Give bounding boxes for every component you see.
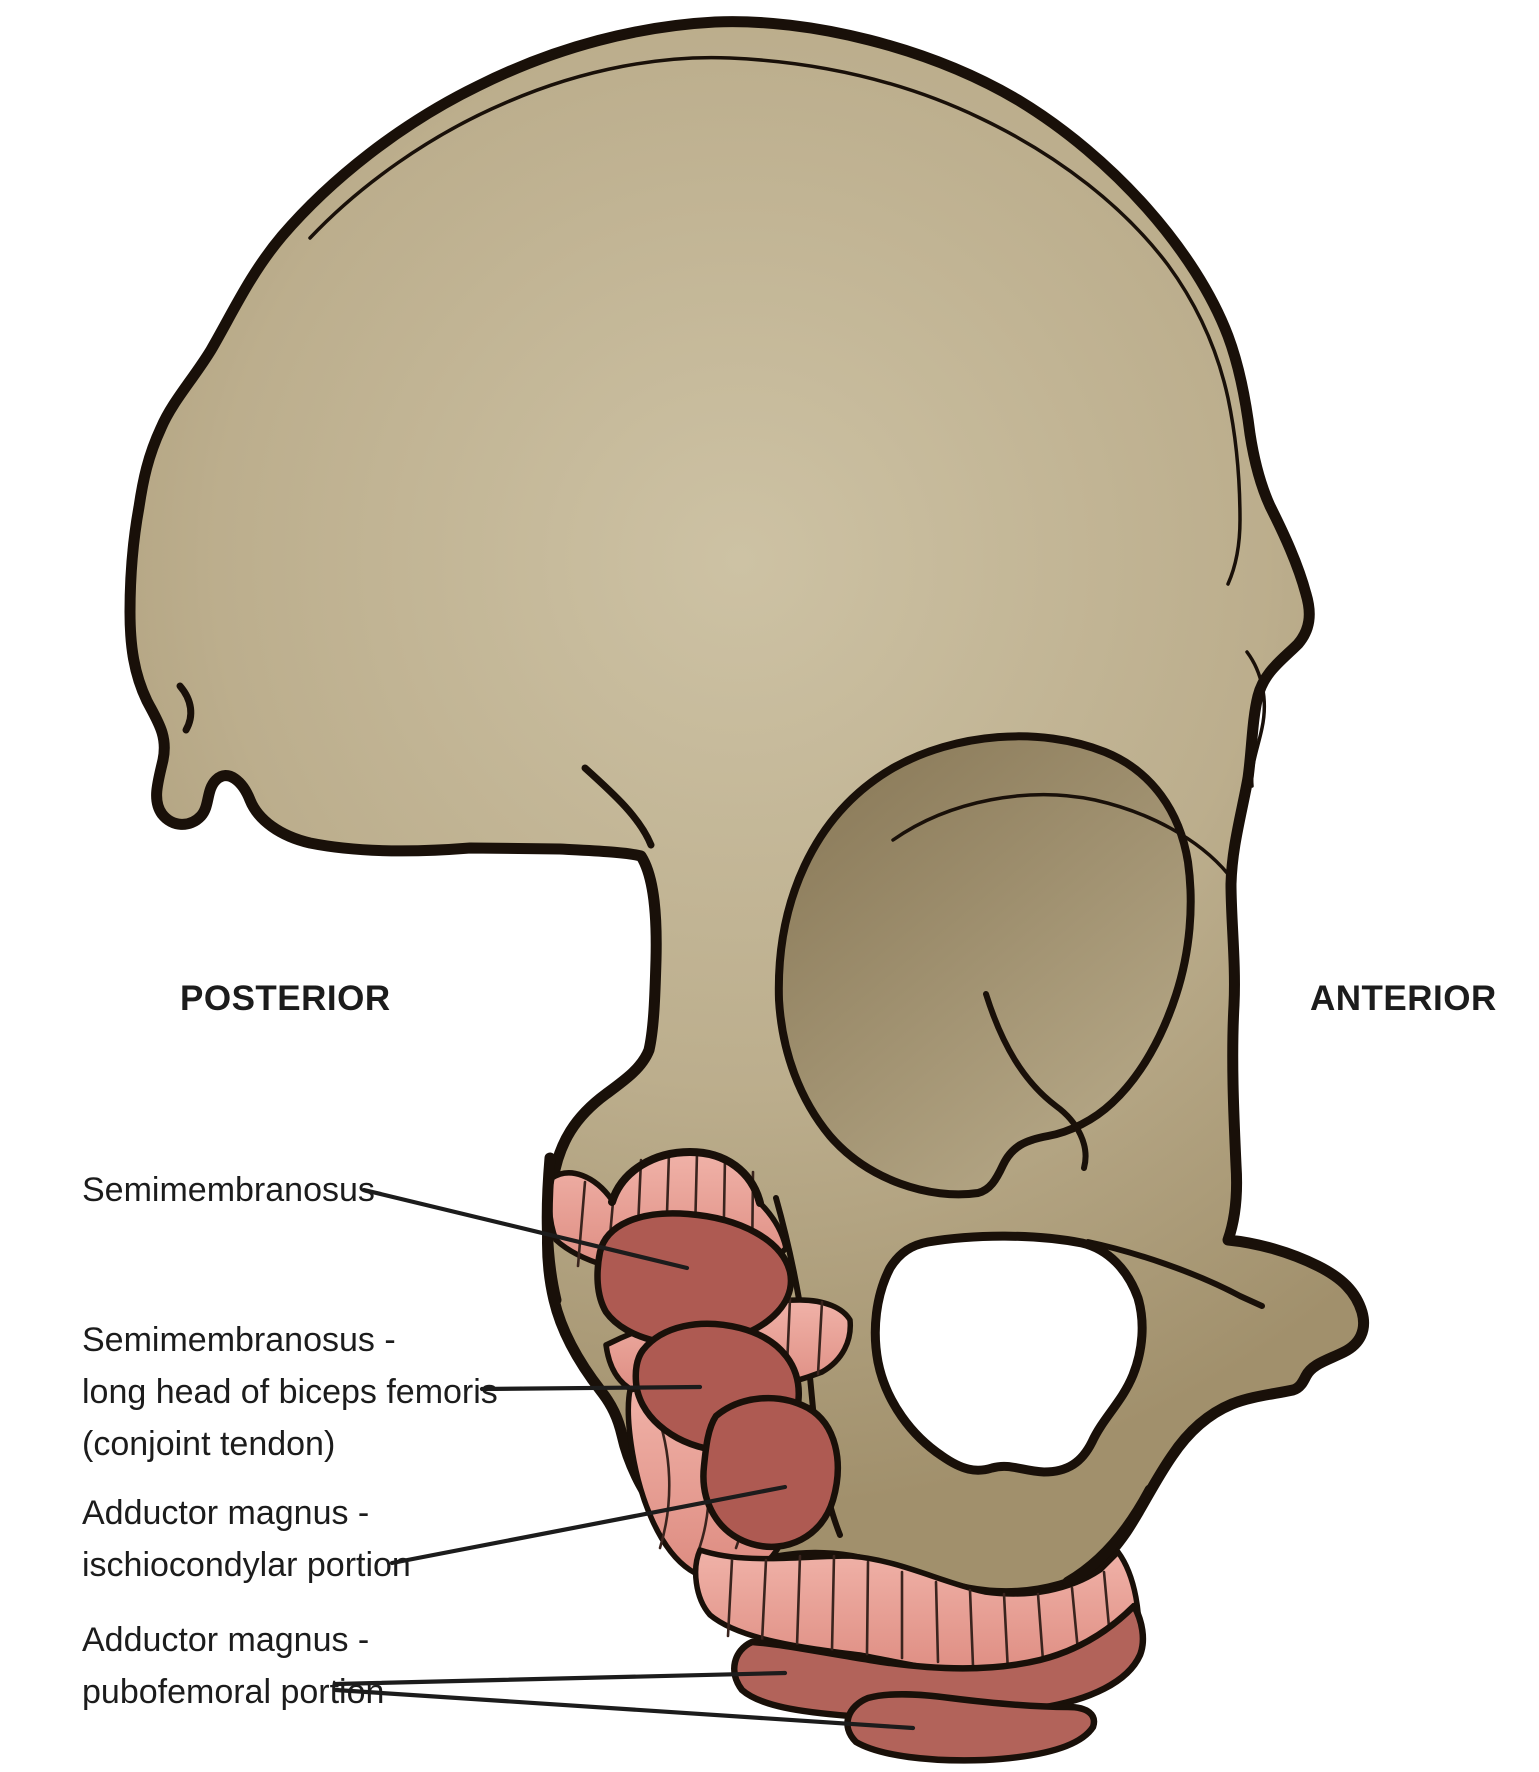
sciatic-notch-crease	[581, 764, 655, 849]
adductor-magnus-pubofemoral-attachment	[731, 1602, 1147, 1722]
tuberosity-top-edge	[608, 1147, 764, 1207]
leader-lines	[333, 1187, 916, 1731]
label-adductor-pubofemoral: Adductor magnus - pubofemoral portion	[82, 1621, 384, 1711]
label-pubofemoral-line-1: Adductor magnus -	[82, 1621, 369, 1659]
superior-pubic-ramus-line	[1085, 1239, 1265, 1309]
adductor-magnus-pubofemoral-attachment-lower	[844, 1691, 1098, 1764]
anterior-border-curve	[1245, 650, 1266, 788]
acetabular-notch-line	[983, 991, 1089, 1171]
inferior-ramus-edge	[1062, 1484, 1156, 1588]
label-adductor-ischiocondylar: Adductor magnus - ischiocondylar portion	[82, 1494, 411, 1584]
leader-ischiocondylar	[389, 1484, 788, 1566]
posterior-label: POSTERIOR	[180, 979, 391, 1018]
label-ischiocondylar-line-1: Adductor magnus -	[82, 1494, 369, 1532]
label-semimembranosus: Semimembranosus	[82, 1171, 375, 1209]
label-conjoint-tendon: Semimembranosus - long head of biceps fe…	[82, 1321, 498, 1463]
leader-pubofemoral-upper	[333, 1670, 788, 1687]
anterior-label: ANTERIOR	[1310, 979, 1497, 1018]
acetabular-rim-line	[891, 792, 1230, 876]
iliac-crest-inner-line	[308, 55, 1242, 586]
label-conjoint-line-3: (conjoint tendon)	[82, 1425, 335, 1463]
posterior-border-hook	[176, 682, 195, 734]
adductor-magnus-ischiocondylar-attachment	[700, 1394, 841, 1551]
leader-pubofemoral-lower	[333, 1687, 916, 1731]
label-conjoint-line-1: Semimembranosus -	[82, 1321, 396, 1359]
tuberosity-left-edge	[541, 1152, 562, 1306]
leader-semimembranosus	[361, 1187, 690, 1271]
label-pubofemoral-line-2: pubofemoral portion	[82, 1673, 384, 1711]
semimembranosus-attachment	[594, 1210, 795, 1348]
label-conjoint-line-2: long head of biceps femoris	[82, 1373, 498, 1411]
leader-conjoint-tendon	[479, 1384, 703, 1392]
acetabulum	[774, 732, 1195, 1199]
label-ischiocondylar-line-2: ischiocondylar portion	[82, 1546, 411, 1584]
obturator-foramen	[870, 1231, 1147, 1477]
